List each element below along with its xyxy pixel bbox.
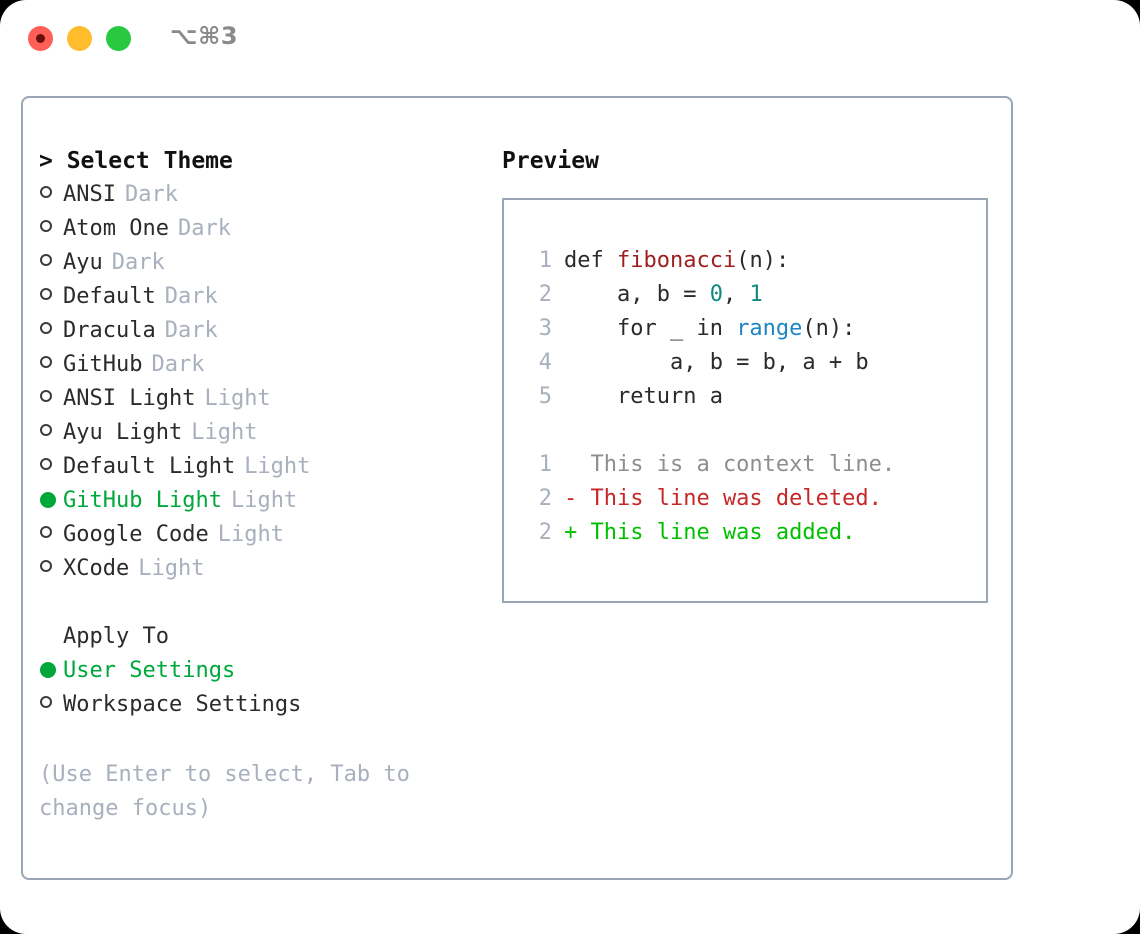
code-line-content: a, b = b, a + b [564,346,869,380]
code-token-plain: (n): [802,316,856,341]
code-token-plain: (n): [736,248,790,273]
option-label: Ayu Light [63,420,183,445]
theme-option-github[interactable]: GitHub Dark [39,348,489,382]
diff-line-added: 2 + This line was added. [518,516,986,550]
option-variant-tag: Light [217,522,284,547]
code-line: 3 for _ in range(n): [518,312,986,346]
diff-line-number: 1 [538,452,552,477]
code-line: 2 a, b = 0, 1 [518,278,986,312]
code-token-plain: a, b = b, a + b [564,350,869,375]
theme-option-atom-one[interactable]: Atom One Dark [39,212,489,246]
code-token-call: range [736,316,803,341]
code-line-content: for _ in range(n): [564,312,855,346]
zoom-button[interactable] [106,26,131,51]
option-variant-tag: Dark [124,182,178,207]
theme-option-xcode[interactable]: XCode Light [39,552,489,586]
code-line: 5 return a [518,380,986,414]
option-variant-tag: Light [244,454,311,479]
code-line: 1 def fibonacci(n): [518,244,986,278]
diff-line-content: This is a context line. [564,452,896,477]
theme-option-dracula[interactable]: Dracula Dark [39,314,489,348]
code-token-plain: def [564,248,617,273]
option-label: Ayu [63,250,103,275]
theme-option-ayu-light[interactable]: Ayu Light Light [39,416,489,450]
option-variant-tag: Light [230,488,298,513]
keyboard-shortcut-label: ⌥⌘3 [170,22,239,50]
theme-option-ansi-light[interactable]: ANSI Light Light [39,382,489,416]
option-label: XCode [63,556,130,581]
title-bar: ⌥⌘3 [0,0,1140,78]
diff-line-number: 2 [538,486,552,511]
code-line-number: 3 [538,316,552,341]
select-theme-header: > Select Theme [39,148,233,174]
keyboard-hint-text: (Use Enter to select, Tab to change focu… [39,762,410,821]
option-variant-tag: Light [204,386,271,411]
option-label: User Settings [63,658,236,683]
code-line-content: def fibonacci(n): [564,244,789,278]
code-line-number: 5 [538,384,552,409]
code-diff-gap [518,414,986,448]
option-label: GitHub Light [63,488,222,513]
theme-option-github-light[interactable]: GitHub Light Light [39,484,489,518]
code-token-num: 0 [709,282,723,307]
apply-option-user-settings[interactable]: User Settings [39,654,489,688]
option-variant-tag: Light [138,556,205,581]
window-controls [28,26,131,51]
code-line: 4 a, b = b, a + b [518,346,986,380]
apply-to-header: Apply To [63,624,169,649]
option-label: Default [63,284,156,309]
minimize-button[interactable] [67,26,92,51]
code-token-num: 1 [749,282,763,307]
option-label: Dracula [63,318,156,343]
option-label: ANSI Light [63,386,196,411]
theme-option-default[interactable]: Default Dark [39,280,489,314]
option-label: Google Code [63,522,209,547]
theme-option-google-code[interactable]: Google Code Light [39,518,489,552]
diff-line-number: 2 [538,520,552,545]
option-variant-tag: Dark [111,250,165,275]
option-variant-tag: Light [191,420,258,445]
theme-option-default-light[interactable]: Default Light Light [39,450,489,484]
code-token-fn: fibonacci [616,248,737,273]
list-spacer [39,586,489,620]
theme-option-ayu[interactable]: Ayu Dark [39,246,489,280]
diff-line-deleted: 2 - This line was deleted. [518,482,986,516]
option-variant-tag: Dark [151,352,205,377]
code-token-plain: return a [564,384,723,409]
code-line-content: a, b = 0, 1 [564,278,763,312]
option-label: GitHub [63,352,143,377]
close-button[interactable] [28,26,53,51]
code-line-content: return a [564,380,723,414]
theme-option-ansi[interactable]: ANSI Dark [39,178,489,212]
apply-option-workspace-settings[interactable]: Workspace Settings [39,688,489,722]
preview-header: Preview [502,148,599,174]
option-variant-tag: Dark [164,284,218,309]
option-label: Atom One [63,216,169,241]
diff-sample: 1 This is a context line. 2 - This line wa… [518,448,986,550]
code-token-plain: a, b = [564,282,710,307]
code-token-plain: , [722,282,750,307]
diff-line-content: - This line was deleted. [564,486,882,511]
code-token-plain: for _ in [564,316,737,341]
option-variant-tag: Dark [177,216,231,241]
option-label: Default Light [63,454,236,479]
code-line-number: 1 [538,248,552,273]
option-label: ANSI [63,182,116,207]
option-variant-tag: Dark [164,318,218,343]
diff-line-context: 1 This is a context line. [518,448,986,482]
code-line-number: 4 [538,350,552,375]
option-label: Workspace Settings [63,692,302,717]
code-line-number: 2 [538,282,552,307]
diff-line-content: + This line was added. [564,520,856,545]
